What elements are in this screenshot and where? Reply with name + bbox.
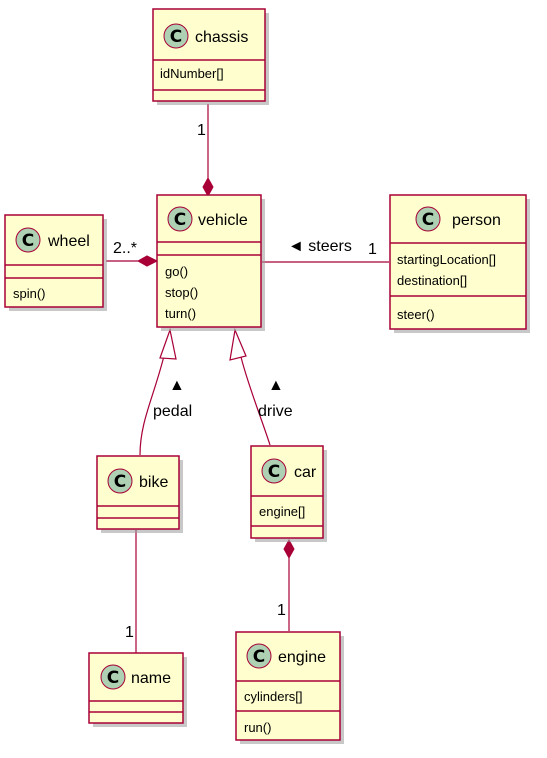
method: stop() — [165, 285, 198, 300]
class-glyph: C — [422, 210, 434, 230]
method: spin() — [13, 286, 46, 301]
class-box — [389, 194, 527, 330]
multiplicity-wheel: 2..* — [113, 240, 137, 257]
class-glyph: C — [107, 668, 119, 688]
class-box — [152, 8, 266, 102]
class-name: person — [452, 212, 501, 229]
label-pedal-arrow: ▲ — [169, 377, 185, 394]
class-circle-icon — [261, 458, 287, 484]
class-person: C person startingLocation[] destination[… — [389, 194, 530, 333]
label-drive-arrow: ▲ — [268, 377, 284, 394]
attribute: engine[] — [259, 504, 305, 519]
class-circle-icon — [246, 643, 272, 669]
class-name: wheel — [47, 233, 90, 250]
class-chassis: C chassis idNumber[] — [152, 8, 269, 105]
label-pedal: pedal — [153, 403, 192, 420]
class-circle-icon — [167, 206, 193, 232]
class-circle-icon — [100, 664, 126, 690]
class-bike: C bike — [96, 455, 183, 533]
method: go() — [165, 264, 188, 279]
method: turn() — [165, 306, 196, 321]
label-drive: drive — [258, 403, 293, 420]
method: steer() — [397, 307, 435, 322]
class-vehicle: C vehicle go() stop() turn() — [156, 194, 265, 331]
class-name: car — [294, 464, 317, 481]
attribute: cylinders[] — [244, 689, 303, 704]
class-circle-icon — [107, 468, 133, 494]
class-glyph: C — [22, 231, 34, 251]
class-box — [96, 455, 180, 530]
class-wheel: C wheel spin() — [4, 214, 107, 311]
inheritance-triangle-car — [229, 327, 247, 361]
multiplicity-engine: 1 — [277, 602, 286, 619]
multiplicity-name: 1 — [125, 624, 134, 641]
edge-car-vehicle — [240, 356, 271, 446]
attribute: startingLocation[] — [397, 252, 496, 267]
multiplicity-chassis: 1 — [197, 122, 206, 139]
composition-diamond-chassis — [202, 176, 214, 198]
class-circle-icon — [415, 206, 441, 232]
class-glyph: C — [114, 472, 126, 492]
label-steers: ◄ steers — [288, 238, 352, 255]
class-engine: C engine cylinders[] run() — [235, 631, 344, 744]
class-glyph: C — [253, 647, 265, 667]
inheritance-triangle-bike — [159, 327, 177, 360]
class-glyph: C — [174, 210, 186, 230]
class-box — [250, 445, 324, 539]
class-car: C car engine[] — [250, 445, 327, 542]
class-glyph: C — [268, 462, 280, 482]
class-name: chassis — [195, 29, 248, 46]
attribute: destination[] — [397, 273, 467, 288]
method: run() — [244, 720, 271, 735]
class-name: name — [131, 670, 171, 687]
class-glyph: C — [170, 27, 182, 47]
class-name: bike — [139, 474, 168, 491]
class-name: engine — [278, 649, 326, 666]
edges: 1 2..* ◄ steers 1 ▲ pedal ▲ drive 1 1 — [106, 104, 389, 653]
class-name: C name — [88, 652, 187, 727]
class-circle-icon — [15, 227, 41, 253]
edge-bike-vehicle — [139, 347, 167, 456]
composition-diamond-car — [283, 538, 295, 560]
multiplicity-person: 1 — [368, 241, 377, 258]
class-name: vehicle — [198, 212, 248, 229]
class-circle-icon — [163, 23, 189, 49]
composition-diamond-wheel — [136, 255, 159, 267]
attribute: idNumber[] — [160, 66, 224, 81]
